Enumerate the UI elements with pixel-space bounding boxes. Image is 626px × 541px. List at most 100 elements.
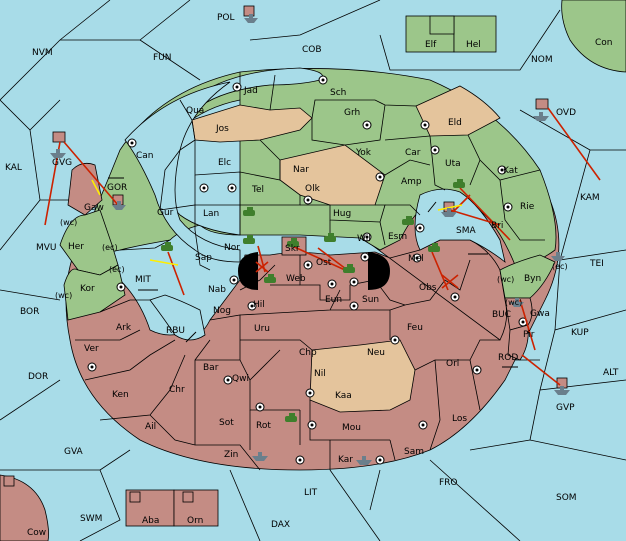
army-wil (324, 233, 336, 242)
label-kal: KAL (5, 163, 22, 173)
province-kor[interactable] (63, 264, 126, 321)
province-kaa[interactable] (309, 339, 416, 413)
label-kat: Kat (503, 166, 518, 176)
support-sma-uta (437, 204, 463, 211)
label-hel: Hel (466, 40, 481, 50)
army-uta (453, 179, 465, 188)
province-orn[interactable] (173, 489, 219, 527)
fleet-pol (244, 14, 258, 23)
province-jos[interactable] (191, 104, 313, 143)
sc-mel (412, 253, 422, 263)
army-rot (285, 413, 297, 422)
army-units[interactable] (161, 179, 465, 422)
sc-kar (375, 455, 385, 465)
label-gva: GVA (64, 447, 84, 457)
label-cob: COB (302, 45, 322, 55)
label-nog: Nog (213, 306, 231, 316)
sc-ark (116, 282, 126, 292)
sc-sch (318, 75, 328, 85)
label-sun: Sun (362, 295, 379, 305)
label-ost: Ost (316, 258, 332, 268)
label-ail: Ail (145, 422, 156, 432)
home-orn (182, 491, 194, 503)
label-qwi: Qwi (232, 374, 249, 384)
sc-gur (199, 183, 209, 193)
conn-sma (427, 201, 437, 213)
home-cow (3, 475, 15, 487)
sc-hug (303, 195, 313, 205)
province-eld[interactable] (415, 85, 501, 137)
sc-rie (503, 202, 513, 212)
tunnel-west (238, 252, 258, 290)
sc-nab (229, 275, 239, 285)
province-nar-olk[interactable] (279, 144, 386, 206)
province-borders (75, 72, 545, 471)
inner-channel-west (124, 81, 241, 263)
label-swm: SWM (80, 514, 102, 524)
province-hel[interactable] (453, 15, 497, 53)
support-gor-gaw (91, 179, 101, 196)
label-lit: LIT (304, 488, 318, 498)
label-her-ec: (ec) (102, 243, 118, 252)
label-kor-ec: (ec) (109, 265, 125, 274)
sc-rot (255, 402, 265, 412)
arrow-sma-bri (449, 209, 501, 226)
label-kam: KAM (580, 193, 600, 203)
label-rie: Rie (520, 202, 535, 212)
label-gwa: Gwa (530, 309, 550, 319)
label-mou: Mou (342, 423, 361, 433)
label-qua: Qua (186, 106, 204, 116)
label-gaw-wc: (wc) (60, 218, 77, 227)
label-olk: Olk (305, 184, 321, 194)
army-nor (243, 235, 255, 244)
fleet-sma (441, 208, 457, 217)
army-esm (402, 216, 414, 225)
label-aba: Aba (142, 516, 159, 526)
sc-can (127, 138, 137, 148)
label-sch: Sch (330, 88, 346, 98)
label-obs: Obs (419, 283, 437, 293)
arrow-gwa-pir (519, 299, 536, 351)
label-hil: Hil (253, 300, 265, 310)
sc-uta (430, 145, 440, 155)
label-nvm: NVM (32, 48, 53, 58)
label-fun: FUN (153, 53, 172, 63)
label-dor: DOR (28, 372, 48, 382)
cross-obs (441, 274, 459, 289)
army-ost (343, 264, 355, 273)
fleet-units[interactable] (50, 14, 570, 465)
label-mit: MIT (135, 275, 151, 285)
sc-web (303, 260, 313, 270)
label-elc: Elc (218, 158, 231, 168)
sc-sam (418, 420, 428, 430)
fleet-gvp (554, 386, 570, 395)
label-jad: Jad (243, 86, 258, 96)
label-ovd: OVD (556, 108, 576, 118)
sc-obs (450, 292, 460, 302)
label-zin: Zin (224, 450, 238, 460)
army-web (264, 274, 276, 283)
sc-pir (518, 317, 528, 327)
province-con[interactable] (561, 0, 626, 73)
sc-zin (295, 455, 305, 465)
cross-nor (255, 261, 269, 273)
label-neu: Neu (367, 348, 385, 358)
label-byn-wc: (wc) (497, 275, 514, 284)
province-byn[interactable] (499, 254, 556, 299)
label-jos: Jos (215, 124, 229, 134)
label-grh: Grh (344, 108, 360, 118)
label-tel: Tel (251, 185, 264, 195)
home-aba (129, 491, 141, 503)
label-chp: Chp (299, 348, 317, 358)
label-amp: Amp (401, 177, 422, 187)
label-los: Los (452, 414, 467, 424)
label-rot: Rot (256, 421, 271, 431)
arrow-mel-obs (431, 251, 449, 291)
label-web: Web (286, 274, 306, 284)
province-cow[interactable] (0, 474, 49, 541)
sc-ver (87, 362, 97, 372)
label-sma: SMA (456, 226, 476, 236)
label-kor-wc: (wc) (55, 291, 72, 300)
